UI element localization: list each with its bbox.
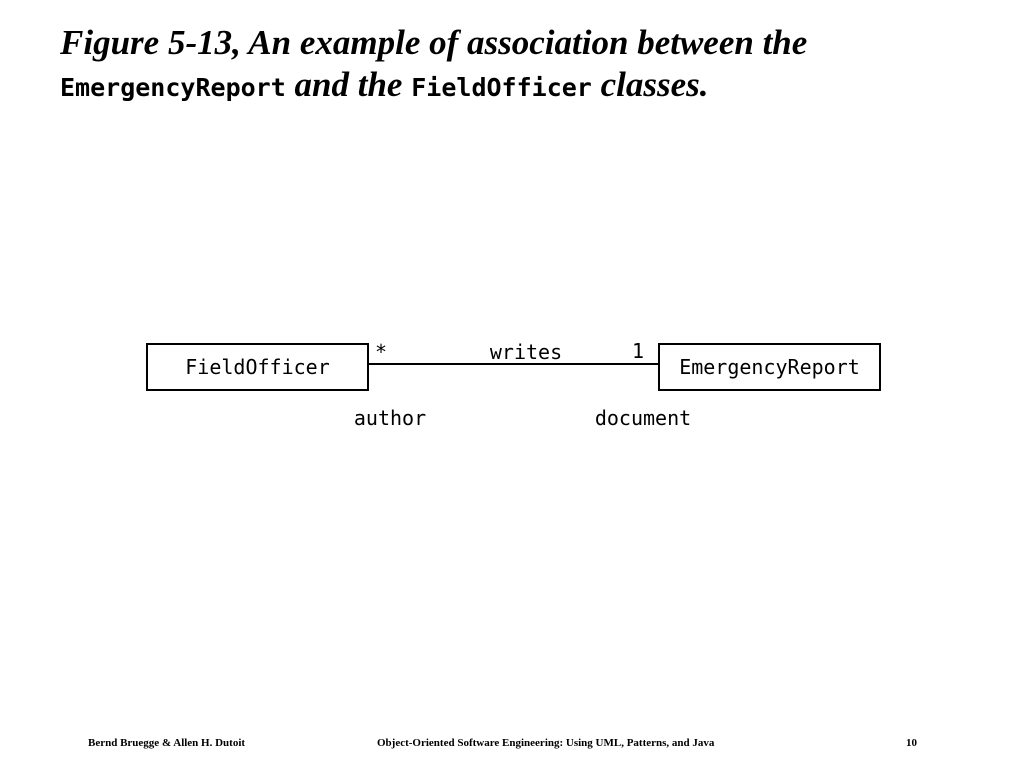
- right-role-name: document: [595, 406, 691, 430]
- title-connector: and the: [285, 65, 412, 104]
- title-class-emergencyreport: EmergencyReport: [60, 73, 286, 102]
- footer-page-number: 10: [906, 737, 917, 749]
- title-class-fieldofficer: FieldOfficer: [411, 73, 592, 102]
- left-multiplicity: *: [375, 340, 387, 364]
- slide-title: Figure 5-13, An example of association b…: [60, 22, 1000, 109]
- emergencyreport-class-name: EmergencyReport: [679, 355, 860, 379]
- association-name: writes: [490, 340, 562, 364]
- title-line-1: Figure 5-13, An example of association b…: [60, 23, 808, 62]
- title-ending: classes.: [591, 65, 709, 104]
- fieldofficer-class-name: FieldOfficer: [185, 355, 330, 379]
- footer-book-title: Object-Oriented Software Engineering: Us…: [377, 737, 715, 749]
- footer-authors: Bernd Bruegge & Allen H. Dutoit: [88, 737, 246, 749]
- right-multiplicity: 1: [632, 339, 644, 363]
- emergencyreport-class-box: [658, 343, 881, 391]
- left-role-name: author: [354, 406, 426, 430]
- fieldofficer-class-box: [146, 343, 369, 391]
